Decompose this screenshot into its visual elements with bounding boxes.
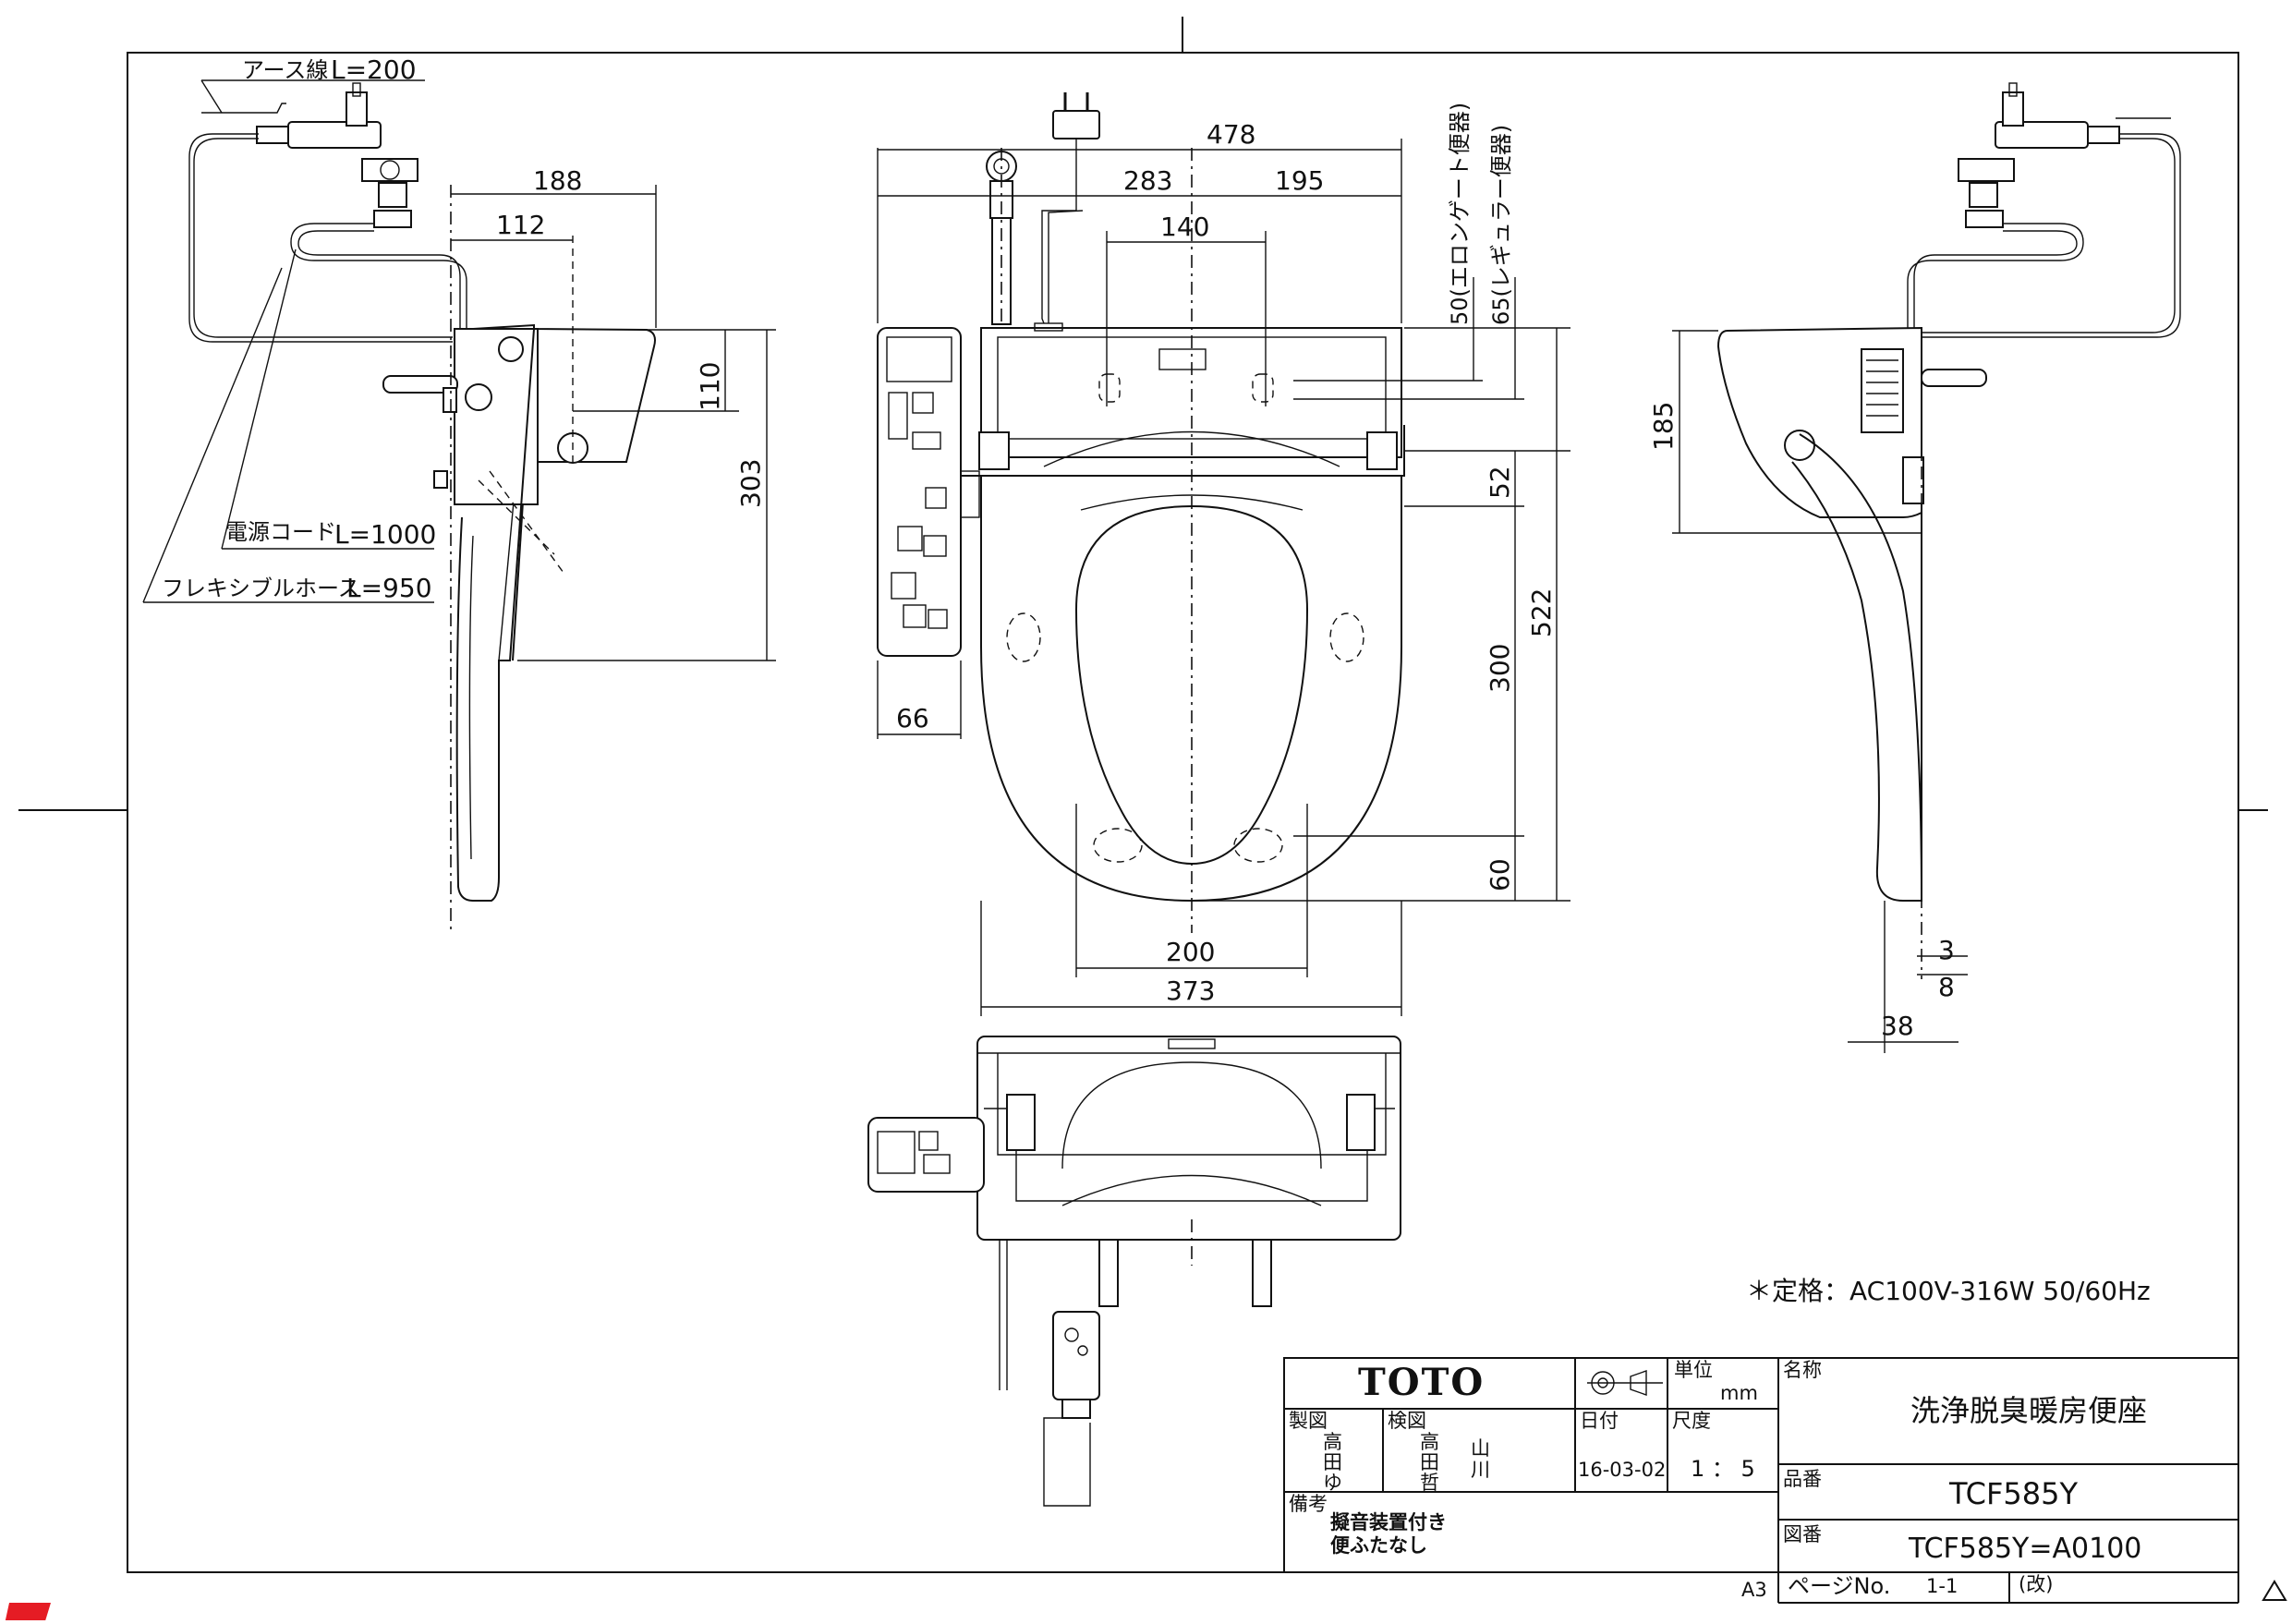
corner-logo-icon xyxy=(5,1603,51,1624)
drawing-number: TCF585Y=A0100 xyxy=(1908,1533,2141,1565)
dim-303: 303 xyxy=(735,459,766,508)
bottom-view xyxy=(867,1036,1401,1507)
dim-200: 200 xyxy=(1166,937,1215,967)
title-block xyxy=(1283,1357,2239,1604)
earth-wire-label: アース線 xyxy=(242,57,328,83)
checked-by-4: 山 xyxy=(1471,1437,1490,1460)
regular-label: 65(レギュラー便器) xyxy=(1488,125,1514,325)
name-label: 名称 xyxy=(1783,1359,1822,1381)
unit-label: 単位 xyxy=(1674,1359,1713,1381)
projection-symbol-icon xyxy=(1587,1370,1663,1396)
checked-by-3: 哲 xyxy=(1420,1472,1439,1494)
date-value: 16-03-02 xyxy=(1578,1459,1666,1481)
dim-110: 110 xyxy=(695,362,725,411)
power-cord-length: L=1000 xyxy=(334,519,436,550)
revision-triangle-icon xyxy=(2262,1580,2287,1601)
note-2: 便ふたなし xyxy=(1330,1534,1427,1557)
right-side-view xyxy=(1672,82,2181,1053)
dim-195: 195 xyxy=(1275,165,1324,196)
dim-3: 3 xyxy=(1938,935,1955,965)
checked-label: 検図 xyxy=(1388,1410,1426,1432)
dim-188: 188 xyxy=(533,165,582,196)
revision-label: (改) xyxy=(2019,1573,2053,1595)
earth-wire-length: L=200 xyxy=(331,55,417,85)
made-by-1: 高 xyxy=(1323,1431,1342,1453)
dim-8: 8 xyxy=(1938,972,1955,1002)
date-label: 日付 xyxy=(1580,1410,1619,1432)
dim-522: 522 xyxy=(1526,588,1557,637)
flex-hose-length: L=950 xyxy=(346,573,432,603)
note-1: 擬音装置付き xyxy=(1330,1511,1447,1533)
checked-by-2: 田 xyxy=(1420,1451,1439,1473)
unit-value: mm xyxy=(1720,1382,1758,1404)
dim-60: 60 xyxy=(1485,858,1515,891)
made-label: 製図 xyxy=(1289,1410,1328,1432)
dim-283: 283 xyxy=(1123,165,1172,196)
page-label: ページNo. xyxy=(1788,1573,1890,1599)
product-name: 洗浄脱臭暖房便座 xyxy=(1910,1393,2147,1428)
scale-value: 1 ： 5 xyxy=(1691,1456,1755,1482)
dim-38: 38 xyxy=(1881,1011,1914,1041)
scale-label: 尺度 xyxy=(1672,1410,1711,1432)
sheet-border xyxy=(18,17,2268,1573)
part-number: TCF585Y xyxy=(1948,1476,2079,1511)
drawing-label: 図番 xyxy=(1783,1523,1822,1545)
toto-logo: TOTO xyxy=(1358,1361,1485,1404)
elongate-label: 50(エロンゲート便器) xyxy=(1447,103,1473,325)
checked-by-1: 高 xyxy=(1420,1431,1439,1453)
top-view xyxy=(877,92,1570,1016)
paper-size: A3 xyxy=(1741,1579,1767,1601)
made-by-2: 田 xyxy=(1323,1451,1342,1473)
dim-300: 300 xyxy=(1485,644,1515,693)
checked-by-5: 川 xyxy=(1471,1459,1490,1481)
made-by-3: ゆ xyxy=(1323,1472,1342,1494)
dim-52: 52 xyxy=(1485,466,1515,499)
rating-note: ＊定格：AC100V-316W 50/60Hz xyxy=(1746,1276,2151,1306)
dim-112: 112 xyxy=(496,210,545,240)
dim-66: 66 xyxy=(896,703,929,733)
notes-label: 備考 xyxy=(1289,1493,1328,1515)
dim-185: 185 xyxy=(1648,402,1679,451)
dim-478: 478 xyxy=(1207,119,1255,150)
page-number: 1-1 xyxy=(1926,1575,1958,1597)
part-label: 品番 xyxy=(1783,1468,1822,1490)
flex-hose-label: フレキシブルホース xyxy=(162,576,360,601)
left-side-view xyxy=(142,79,776,933)
dim-373: 373 xyxy=(1166,976,1215,1006)
power-cord-label: 電源コード xyxy=(225,519,336,545)
dim-140: 140 xyxy=(1160,212,1209,242)
